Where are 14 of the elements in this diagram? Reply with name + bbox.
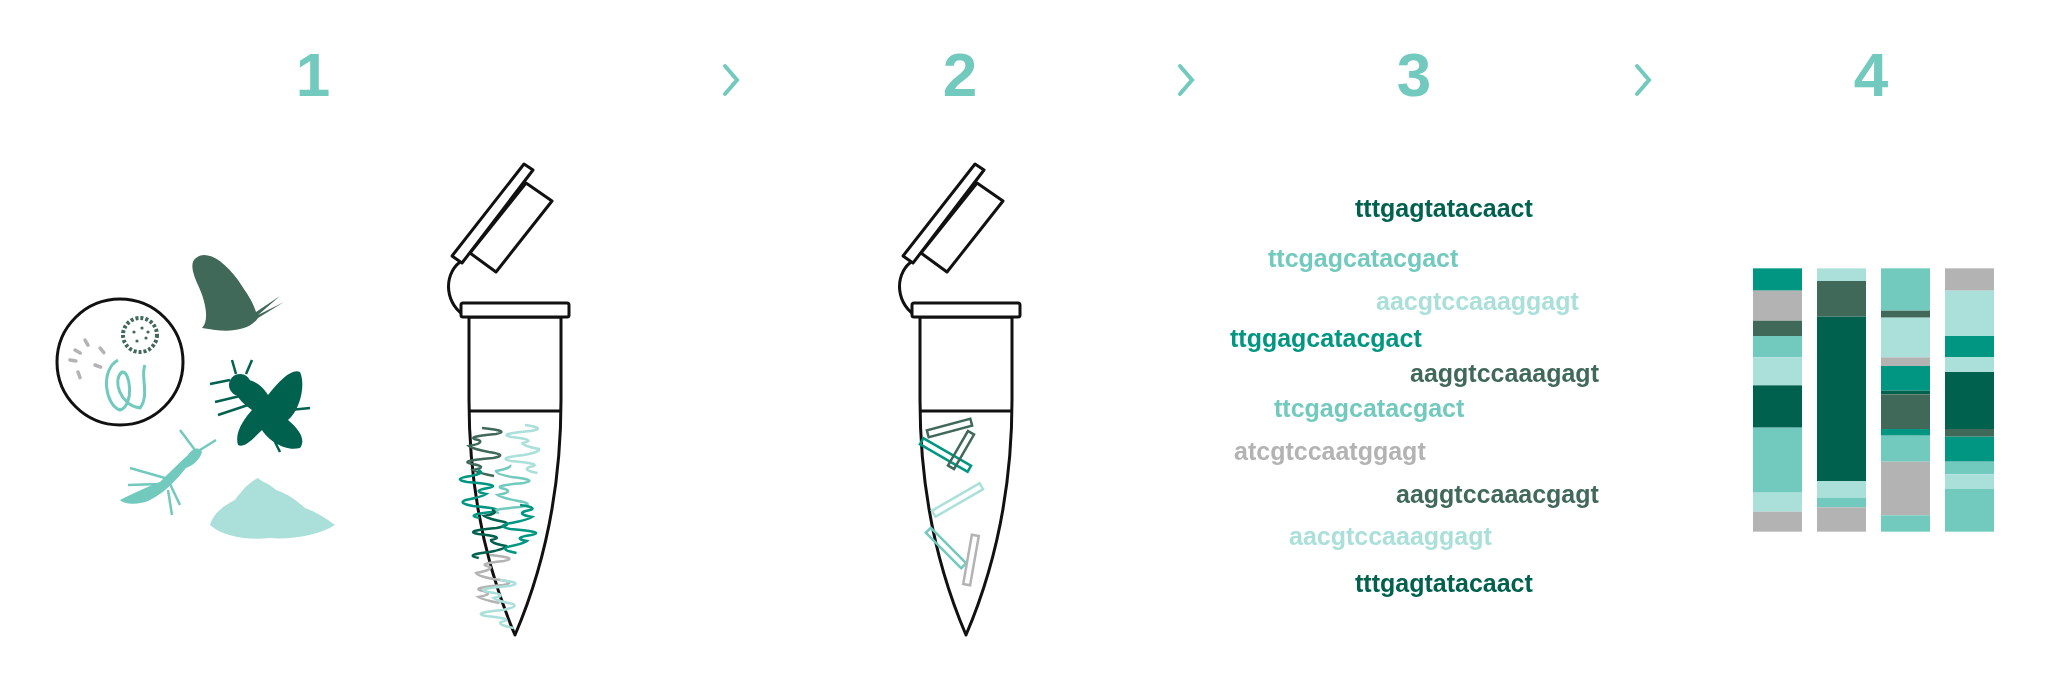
dna-sequence: tttgagtatacaact xyxy=(1355,196,1533,222)
step-number: 1 xyxy=(295,43,331,106)
dna-sequence: aaggtccaaagagt xyxy=(1410,361,1599,387)
step-number: 2 xyxy=(942,43,978,106)
step-number: 4 xyxy=(1853,43,1889,106)
dna-sequence: ttcgagcatacgact xyxy=(1274,396,1465,422)
dna-sequence: aaggtccaaacgagt xyxy=(1396,482,1599,508)
dna-sequence: aacgtccaaaggagt xyxy=(1289,524,1492,550)
dna-sequence: ttggagcatacgact xyxy=(1230,326,1422,352)
dna-sequence: ttcgagcatacgact xyxy=(1268,246,1459,272)
step-number: 3 xyxy=(1396,43,1432,106)
dna-sequence: tttgagtatacaact xyxy=(1355,571,1533,597)
dna-sequence: atcgtccaatggagt xyxy=(1234,439,1426,465)
dna-sequence: aacgtccaaaggagt xyxy=(1376,289,1579,315)
